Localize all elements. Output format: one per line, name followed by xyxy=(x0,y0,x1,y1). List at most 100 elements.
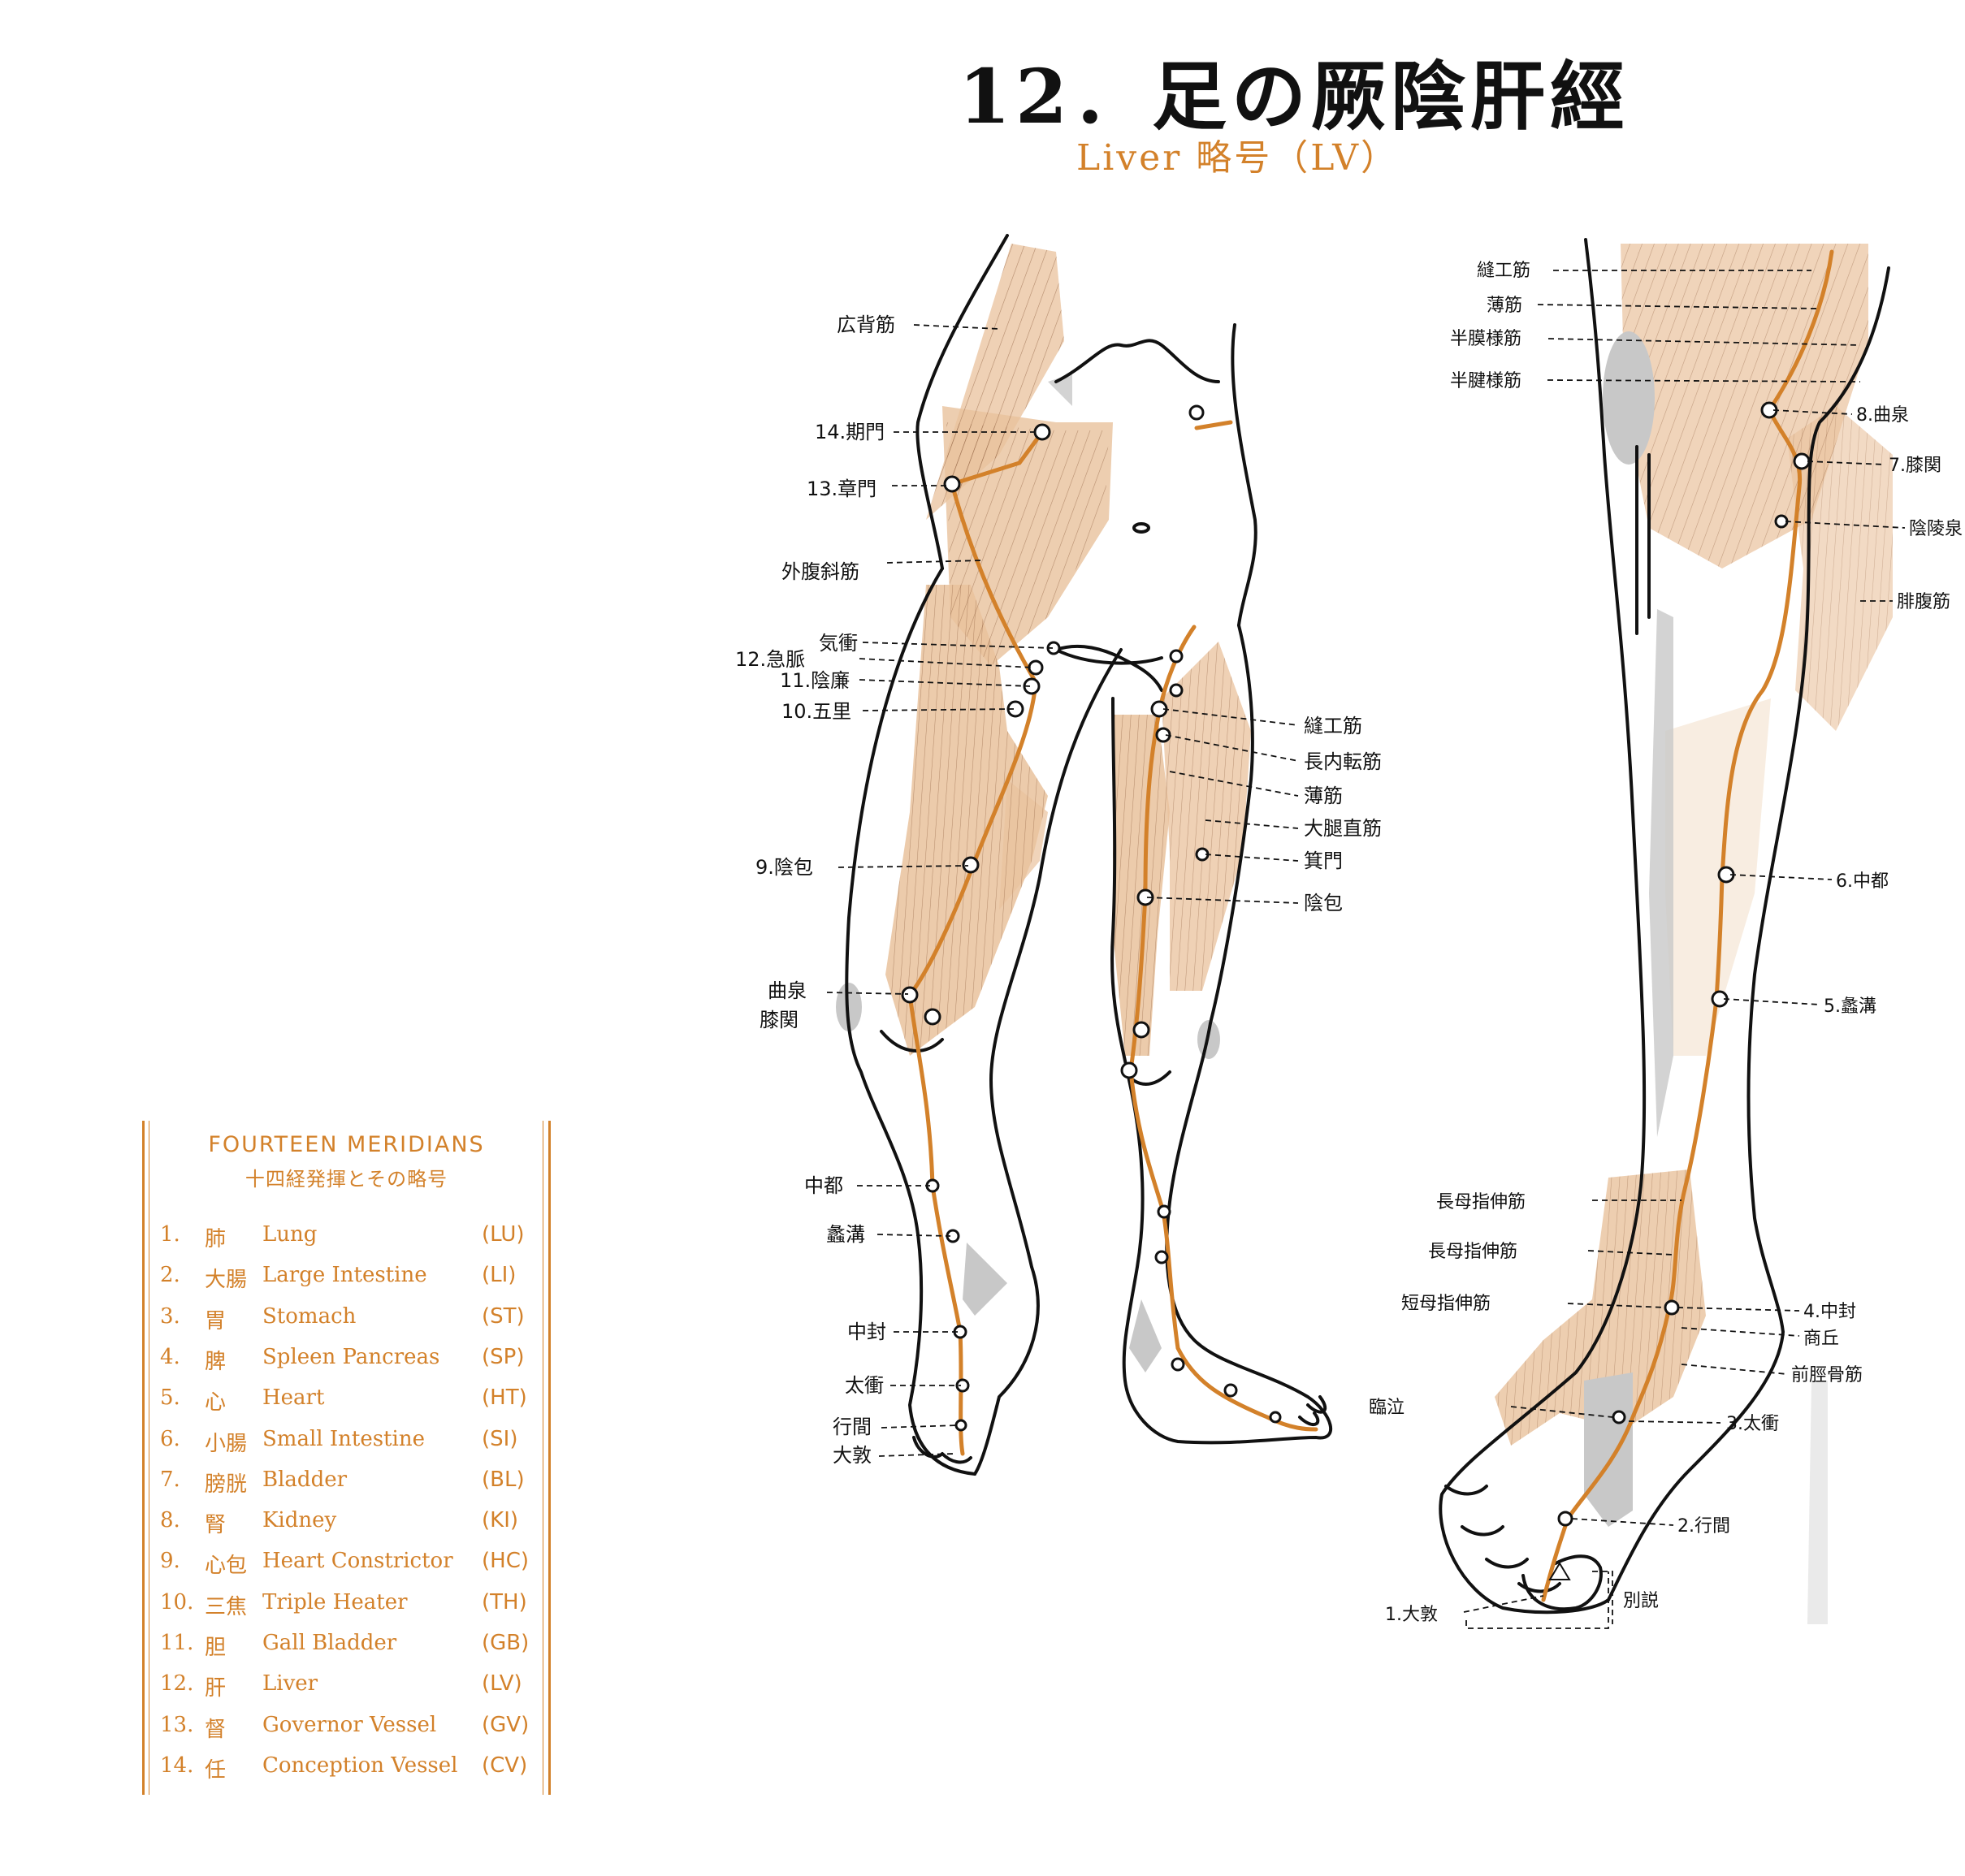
label-side-zhongfeng: 4.中封 xyxy=(1803,1302,1856,1322)
label-external-oblique: 外腹斜筋 xyxy=(781,560,859,583)
legend-row-abbreviation: (LV) xyxy=(482,1671,522,1697)
label-side-taichong: 3.太衝 xyxy=(1726,1414,1779,1434)
label-side-gracilis: 薄筋 xyxy=(1487,296,1522,316)
legend-row-english: Small Intestine xyxy=(262,1426,425,1451)
legend-row-japanese: 脾 xyxy=(205,1349,227,1374)
legend-row-abbreviation: (GB) xyxy=(482,1631,530,1655)
legend-row-abbreviation: (ST) xyxy=(482,1303,525,1329)
label-side-ququan: 8.曲泉 xyxy=(1856,405,1909,426)
label-sartorius: 縫工筋 xyxy=(1304,715,1362,737)
label-side-dadun: 1.大敦 xyxy=(1385,1605,1438,1625)
label-taichong: 太衝 xyxy=(845,1374,884,1397)
legend-row-japanese: 腎 xyxy=(205,1513,227,1538)
label-zhongfeng: 中封 xyxy=(847,1321,886,1343)
label-side-sartorius: 縫工筋 xyxy=(1477,261,1530,281)
label-rectus-femoris: 大腿直筋 xyxy=(1304,817,1382,840)
label-wuli: 10.五里 xyxy=(781,700,851,723)
legend-row-abbreviation: (TH) xyxy=(482,1589,527,1614)
legend-row: 11. 胆 Gall Bladder (GB) xyxy=(142,1631,551,1663)
legend-row-english: Stomach xyxy=(262,1303,357,1329)
label-latissimus: 広背筋 xyxy=(837,313,895,336)
legend-row-abbreviation: (LI) xyxy=(482,1263,517,1288)
legend-row-english: Governor Vessel xyxy=(262,1712,437,1737)
label-linqi: 臨泣 xyxy=(1369,1398,1404,1418)
legend-row-number: 13. xyxy=(160,1712,194,1737)
label-qimen: 14.期門 xyxy=(815,421,885,443)
legend-row-abbreviation: (HT) xyxy=(482,1385,527,1411)
label-yinlian: 11.陰廉 xyxy=(780,669,850,692)
label-jimai: 12.急脈 xyxy=(735,648,805,671)
page-subtitle: Liver 略号（LV） xyxy=(1076,137,1399,179)
label-yinbao-thigh: 陰包 xyxy=(1304,892,1343,914)
legend-row-japanese: 小腸 xyxy=(205,1431,248,1456)
legend-row-number: 2. xyxy=(160,1263,180,1288)
legend-row-japanese: 任 xyxy=(205,1757,227,1783)
label-jimen: 箕門 xyxy=(1304,849,1343,872)
label-ehl-2: 長母指伸筋 xyxy=(1428,1242,1517,1262)
label-side-ligou: 5.蠡溝 xyxy=(1824,996,1876,1017)
legend-row-english: Large Intestine xyxy=(262,1263,427,1288)
label-yinbao: 9.陰包 xyxy=(755,856,813,879)
label-adductor-longus: 長内転筋 xyxy=(1304,750,1382,773)
legend-row-abbreviation: (SI) xyxy=(482,1426,518,1451)
label-ligou: 蠡溝 xyxy=(826,1223,865,1246)
label-zhongdu: 中都 xyxy=(804,1174,843,1197)
page-title: 12．足の厥陰肝經 xyxy=(959,53,1630,140)
label-semimembranosus: 半膜様筋 xyxy=(1450,329,1521,349)
legend-row-japanese: 心包 xyxy=(205,1554,248,1579)
legend-row-number: 5. xyxy=(160,1385,180,1411)
legend-row-english: Bladder xyxy=(262,1467,348,1492)
legend-row-english: Gall Bladder xyxy=(262,1631,397,1655)
legend-row-english: Spleen Pancreas xyxy=(262,1344,440,1369)
legend-row-japanese: 心 xyxy=(205,1390,227,1416)
legend-row-japanese: 胆 xyxy=(205,1636,227,1660)
legend-row-number: 14. xyxy=(160,1753,194,1778)
legend-row-number: 6. xyxy=(160,1426,180,1451)
legend-row-number: 1. xyxy=(160,1222,180,1247)
legend-subtitle: 十四経発揮とその略号 xyxy=(245,1168,448,1191)
legend-row-number: 10. xyxy=(160,1589,194,1614)
legend-row-english: Triple Heater xyxy=(262,1589,408,1614)
legend-row-japanese: 膀胱 xyxy=(205,1472,248,1497)
legend-border-right xyxy=(548,1121,551,1795)
label-shangqiu: 商丘 xyxy=(1803,1329,1839,1349)
label-zhangmen: 13.章門 xyxy=(807,478,876,500)
label-xingjian: 行間 xyxy=(833,1416,872,1438)
legend-title: FOURTEEN MERIDIANS xyxy=(208,1132,485,1157)
legend-row-abbreviation: (LU) xyxy=(482,1222,525,1247)
legend-row-abbreviation: (BL) xyxy=(482,1467,525,1492)
legend-row-number: 11. xyxy=(160,1631,194,1655)
legend-row: 14. 任 Conception Vessel (CV) xyxy=(142,1753,551,1786)
label-gastrocnemius: 腓腹筋 xyxy=(1897,592,1950,612)
legend-row-number: 3. xyxy=(160,1303,180,1329)
legend-row: 6. 小腸 Small Intestine (SI) xyxy=(142,1427,551,1459)
legend-row-japanese: 督 xyxy=(205,1717,227,1742)
legend-row-japanese: 肺 xyxy=(205,1227,227,1251)
label-dadun: 大敦 xyxy=(833,1444,872,1467)
legend-row-number: 4. xyxy=(160,1344,180,1369)
legend-row-number: 7. xyxy=(160,1467,180,1492)
legend-row-english: Kidney xyxy=(262,1508,337,1533)
legend-row-english: Conception Vessel xyxy=(262,1753,458,1778)
legend-row: 4. 脾 Spleen Pancreas (SP) xyxy=(142,1345,551,1377)
label-ehl-1: 長母指伸筋 xyxy=(1436,1192,1526,1212)
legend-row: 13. 督 Governor Vessel (GV) xyxy=(142,1713,551,1745)
legend-row: 7. 膀胱 Bladder (BL) xyxy=(142,1468,551,1500)
legend-row-abbreviation: (HC) xyxy=(482,1549,529,1574)
label-side-xiguan: 7.膝関 xyxy=(1889,456,1941,476)
side-figure: 縫工筋 薄筋 半膜様筋 半腱様筋 8.曲泉 7.膝関 陰陵泉 腓腹筋 6.中都 … xyxy=(1369,238,1963,1629)
legend-row-abbreviation: (CV) xyxy=(482,1753,528,1778)
legend-row-english: Heart Constrictor xyxy=(262,1549,453,1574)
legend-row-japanese: 胃 xyxy=(205,1308,227,1334)
legend-row-abbreviation: (GV) xyxy=(482,1712,530,1737)
legend-row: 3. 胃 Stomach (ST) xyxy=(142,1304,551,1337)
legend-row-number: 9. xyxy=(160,1549,180,1574)
legend-row-abbreviation: (SP) xyxy=(482,1344,525,1369)
label-bieshuo: 別説 xyxy=(1623,1591,1659,1611)
